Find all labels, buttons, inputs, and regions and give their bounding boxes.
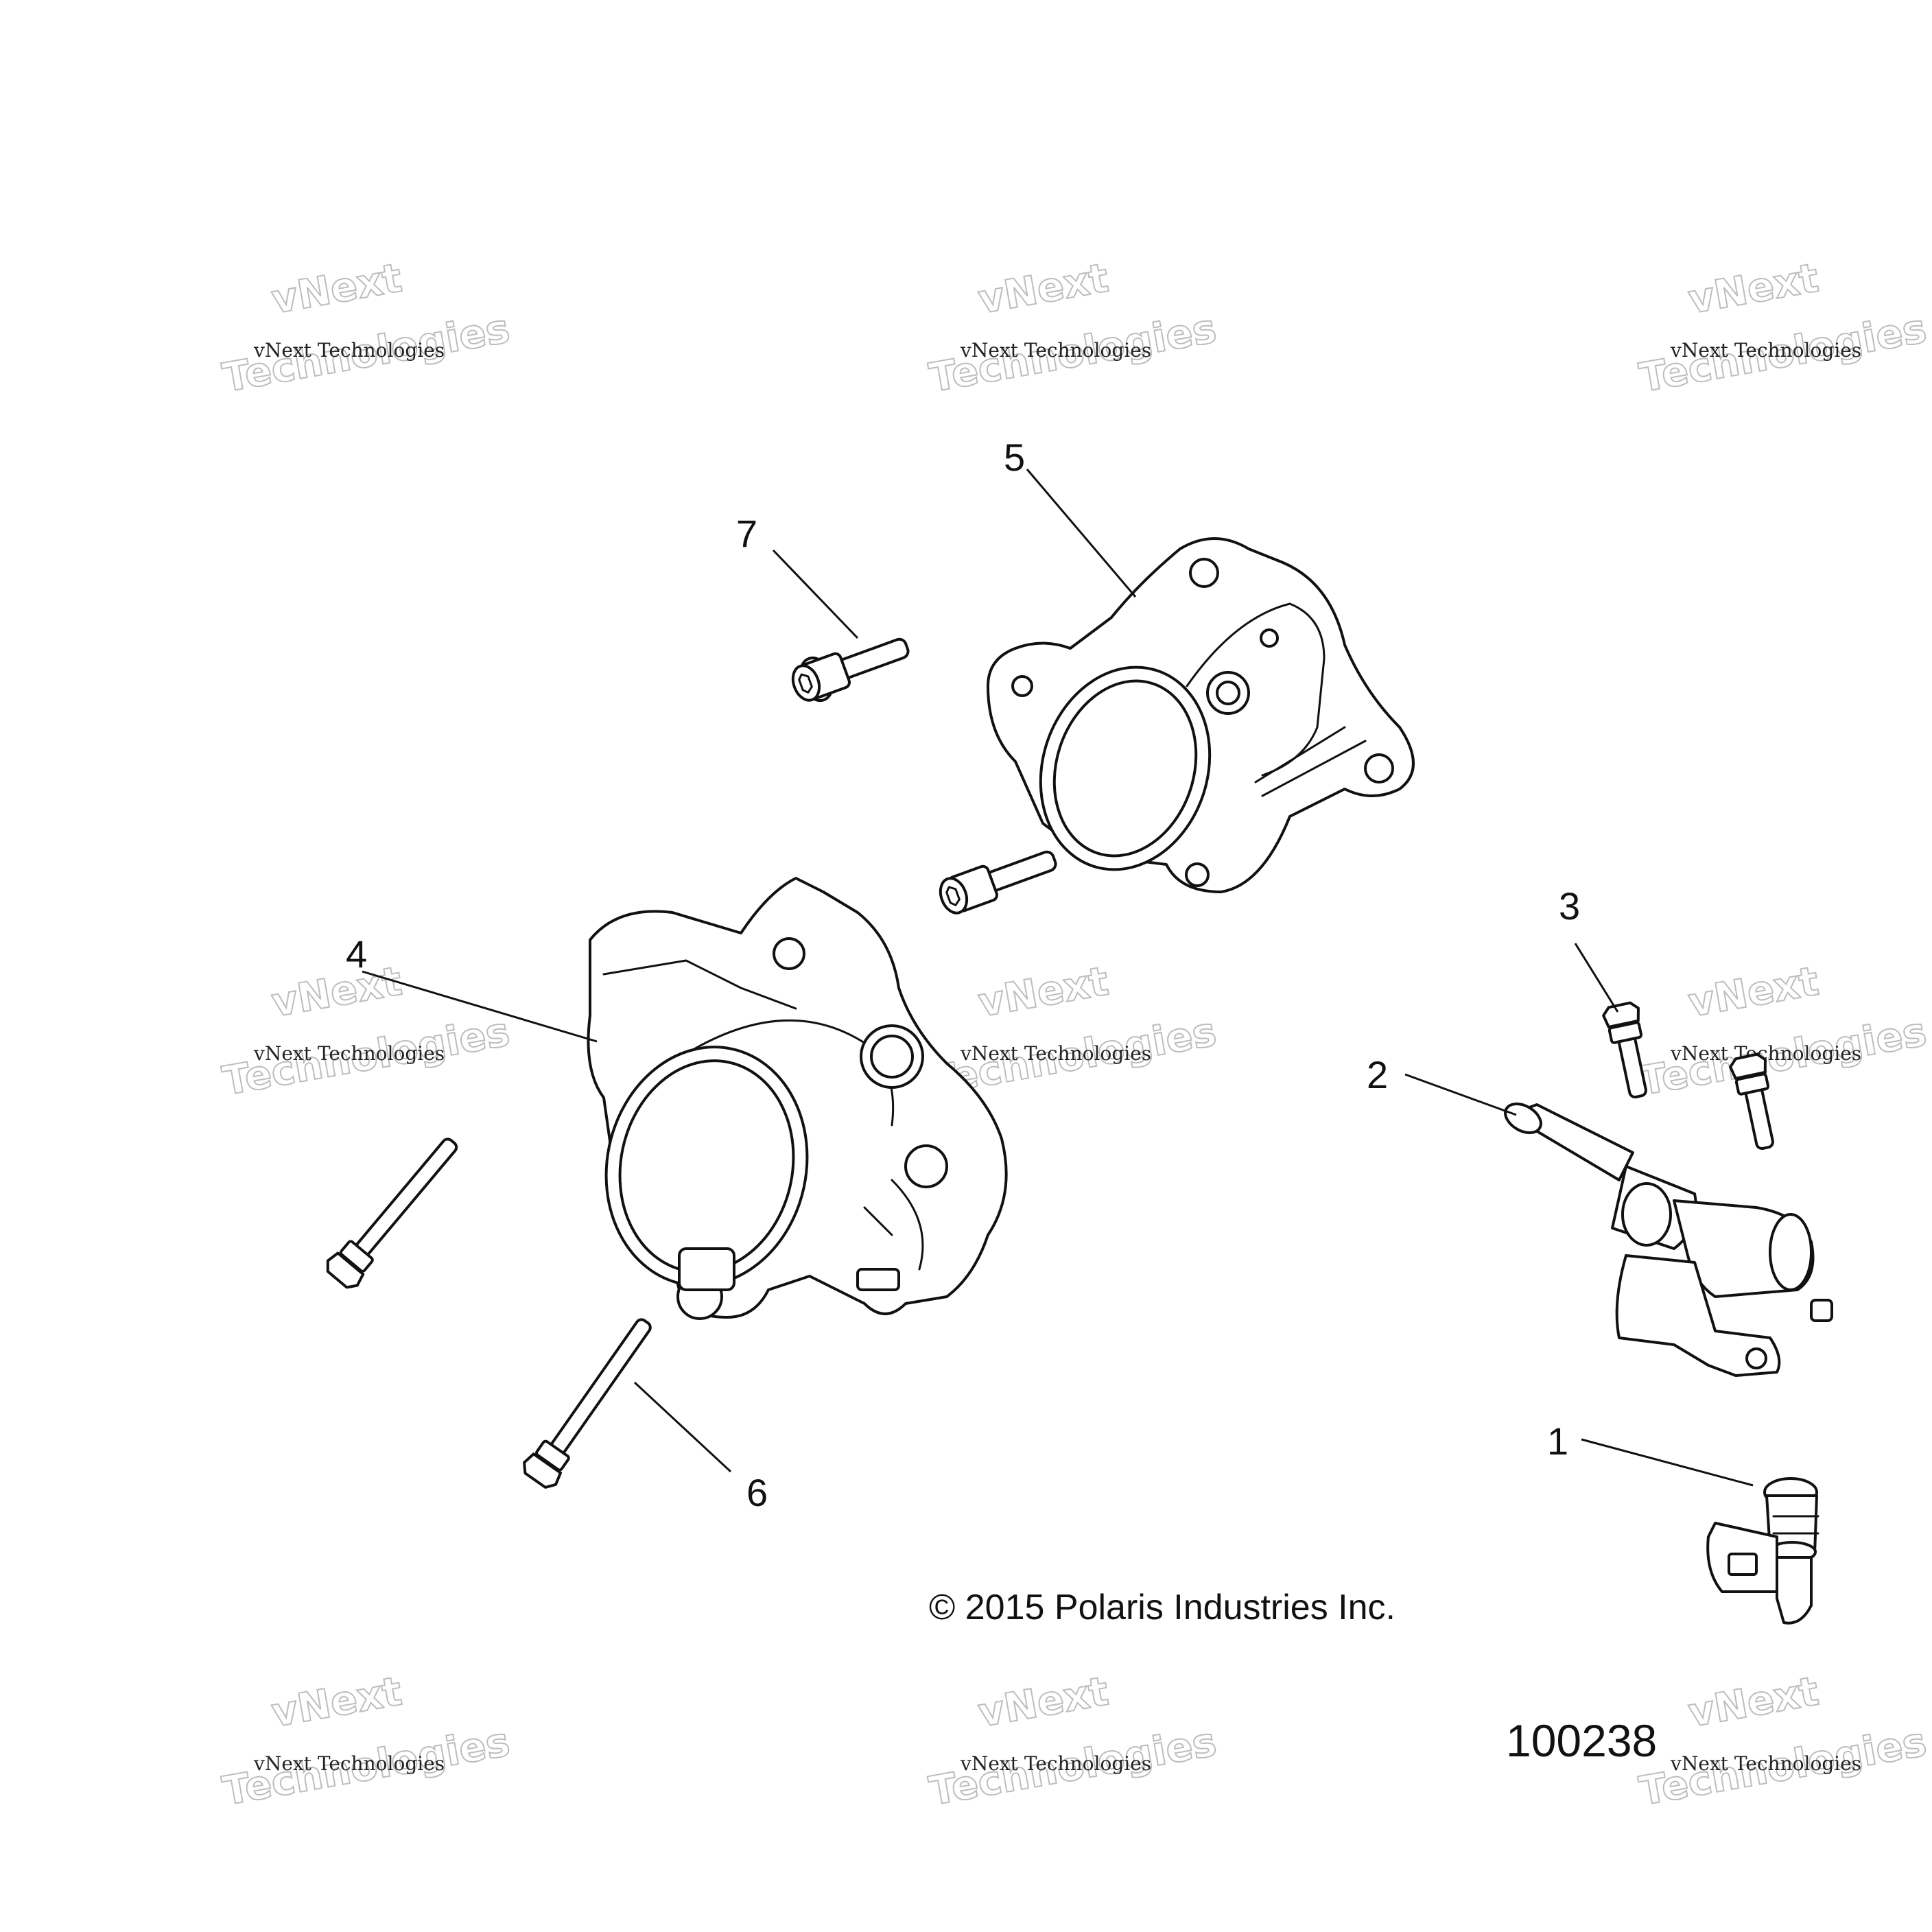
svg-text:vNext Technologies: vNext Technologies [960, 339, 1151, 362]
svg-text:vNext Technologies: vNext Technologies [960, 1752, 1151, 1775]
leader-4 [362, 970, 598, 1043]
socket-head-screw-upper [791, 637, 910, 702]
leader-7 [772, 549, 859, 639]
watermark-top-center: vNext Technologies vNext Technologies [925, 254, 1220, 402]
watermark-bottom-left: vNext Technologies vNext Technologies [218, 1667, 513, 1815]
watermark-bottom-center: vNext Technologies vNext Technologies [925, 1667, 1220, 1815]
fuel-rail [1504, 1103, 1833, 1377]
svg-text:vNext: vNext [268, 1668, 405, 1736]
long-bolt-lower [523, 1318, 652, 1489]
svg-text:vNext: vNext [975, 958, 1112, 1026]
svg-text:vNext: vNext [1685, 958, 1822, 1026]
svg-text:vNext: vNext [1685, 1668, 1822, 1736]
callout-7: 7 [736, 512, 757, 555]
watermark-top-left: vNext Technologies vNext Technologies [218, 254, 513, 402]
callout-5: 5 [1004, 436, 1025, 479]
leader-3 [1574, 943, 1619, 1013]
callout-4: 4 [346, 932, 367, 976]
svg-text:vNext Technologies: vNext Technologies [253, 1042, 445, 1065]
leader-2 [1404, 1073, 1517, 1116]
leader-6 [633, 1381, 732, 1473]
socket-head-screw-lower [939, 850, 1057, 915]
throttle-body [587, 877, 1008, 1320]
svg-text:vNext Technologies: vNext Technologies [960, 1042, 1151, 1065]
leader-lines [362, 469, 1754, 1487]
svg-text:vNext: vNext [268, 255, 405, 323]
watermark-top-right: vNext Technologies vNext Technologies [1635, 254, 1930, 402]
intake-adapter [987, 537, 1415, 893]
callout-1: 1 [1547, 1419, 1568, 1463]
screw-upper [1602, 1001, 1647, 1099]
callout-3: 3 [1559, 884, 1580, 928]
svg-text:vNext Technologies: vNext Technologies [253, 1752, 445, 1775]
long-bolt-left [326, 1138, 458, 1289]
callout-6: 6 [746, 1471, 768, 1514]
svg-text:vNext Technologies: vNext Technologies [253, 339, 445, 362]
svg-text:vNext: vNext [268, 958, 405, 1026]
svg-text:vNext: vNext [1685, 255, 1822, 323]
svg-text:vNext: vNext [975, 1668, 1112, 1736]
fuel-injector [1706, 1477, 1819, 1625]
watermark-bottom-right: vNext Technologies vNext Technologies [1635, 1667, 1930, 1815]
leader-5 [1026, 469, 1137, 598]
screw-lower [1729, 1052, 1774, 1151]
svg-text:vNext Technologies: vNext Technologies [1670, 339, 1861, 362]
leader-1 [1581, 1438, 1754, 1487]
svg-text:vNext Technologies: vNext Technologies [1670, 1752, 1861, 1775]
callout-2: 2 [1367, 1053, 1388, 1096]
copyright-text: © 2015 Polaris Industries Inc. [929, 1588, 1395, 1627]
svg-text:vNext: vNext [975, 255, 1112, 323]
watermark-mid-right: vNext Technologies vNext Technologies [1635, 957, 1930, 1105]
figure-number: 100238 [1506, 1715, 1657, 1766]
